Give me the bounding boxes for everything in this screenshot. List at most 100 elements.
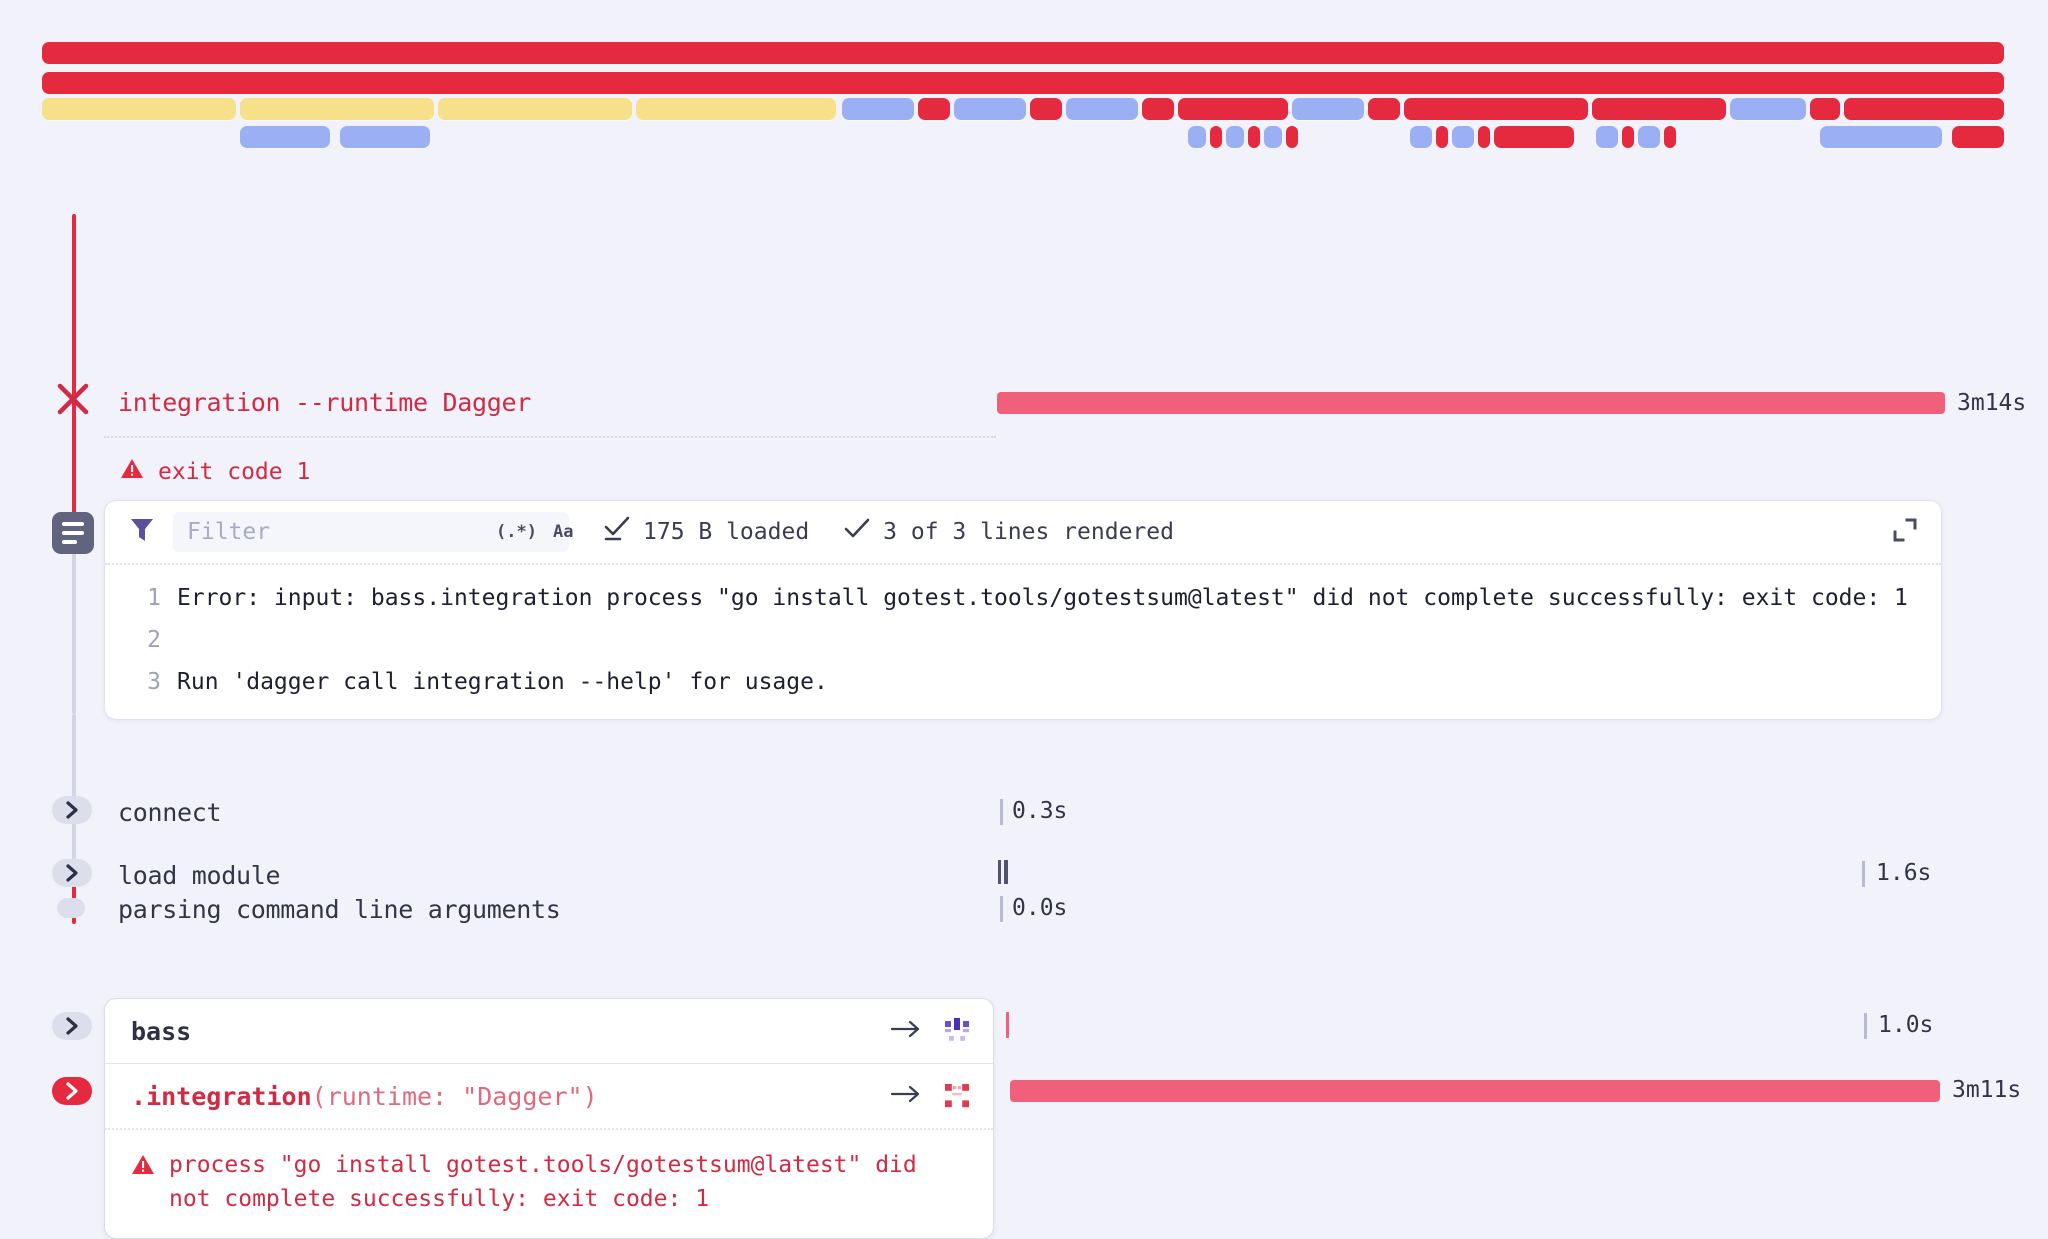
log-line: 1 Error: input: bass.integration process… — [105, 577, 1941, 619]
logs-icon[interactable] — [52, 512, 94, 554]
flame-row — [0, 126, 2048, 148]
flame-block[interactable] — [1730, 98, 1806, 120]
flame-block[interactable] — [1810, 98, 1840, 120]
tick-bass-end — [1864, 1013, 1867, 1039]
log-line: 3 Run 'dagger call integration --help' f… — [105, 661, 1941, 703]
check-icon — [843, 517, 871, 547]
flame-block[interactable] — [1952, 126, 2004, 148]
gutter-rail-error — [72, 214, 76, 524]
tick-connect — [1000, 799, 1003, 825]
flame-block[interactable] — [1478, 126, 1490, 148]
warning-triangle-icon — [120, 458, 144, 486]
funnel-icon[interactable] — [129, 516, 155, 548]
call-row-integration[interactable]: .integration(runtime: "Dagger") — [105, 1063, 993, 1128]
module-glyph-icon[interactable] — [943, 1082, 971, 1110]
expand-toggle-connect[interactable] — [52, 796, 92, 824]
lines-rendered-text: 3 of 3 lines rendered — [883, 519, 1174, 545]
flame-block[interactable] — [1404, 98, 1588, 120]
flame-block[interactable] — [1178, 98, 1288, 120]
flame-block[interactable] — [42, 42, 2004, 64]
status-failed-icon — [56, 382, 90, 416]
log-body[interactable]: 1 Error: input: bass.integration process… — [105, 565, 1941, 719]
flame-block[interactable] — [438, 98, 632, 120]
flame-block[interactable] — [842, 98, 914, 120]
call-card-error: process "go install gotest.tools/gotests… — [105, 1128, 993, 1238]
call-card-error-text: process "go install gotest.tools/gotests… — [169, 1152, 917, 1212]
flame-block[interactable] — [240, 126, 330, 148]
leaf-node-dot — [57, 898, 85, 918]
flame-block[interactable] — [42, 98, 236, 120]
duration-label-root: 3m14s — [1957, 390, 2027, 416]
log-panel: (.*) Aa 175 B loaded 3 of 3 — [104, 500, 1942, 720]
flame-block[interactable] — [1638, 126, 1660, 148]
line-text: Error: input: bass.integration process "… — [177, 585, 1908, 611]
flame-block[interactable] — [1226, 126, 1244, 148]
lines-rendered-stat: 3 of 3 lines rendered — [843, 517, 1174, 547]
expand-icon[interactable] — [1891, 516, 1919, 548]
bytes-loaded-stat: 175 B loaded — [603, 516, 809, 548]
flame-block[interactable] — [1622, 126, 1634, 148]
flame-block[interactable] — [1664, 126, 1676, 148]
flame-block[interactable] — [1844, 98, 2004, 120]
tree-row-label-connect[interactable]: connect — [118, 798, 222, 827]
flame-block[interactable] — [1066, 98, 1138, 120]
page-title[interactable]: integration --runtime Dagger — [118, 388, 532, 417]
filter-field[interactable]: (.*) Aa — [173, 512, 573, 552]
tick-parsing — [1000, 896, 1003, 922]
flame-block[interactable] — [340, 126, 430, 148]
flame-block[interactable] — [1494, 126, 1574, 148]
arrow-right-icon[interactable] — [890, 1085, 921, 1107]
check-underline-icon — [603, 516, 631, 548]
tree-row-label-load-module[interactable]: load module — [118, 861, 281, 890]
call-name: integration — [146, 1081, 312, 1111]
flame-block[interactable] — [1368, 98, 1400, 120]
call-row-bass-label: bass — [131, 1017, 891, 1046]
flame-block[interactable] — [1592, 98, 1726, 120]
flame-block[interactable] — [1142, 98, 1174, 120]
line-number: 2 — [147, 627, 161, 653]
flame-block[interactable] — [636, 98, 836, 120]
flame-block[interactable] — [954, 98, 1026, 120]
flame-block[interactable] — [42, 72, 2004, 94]
flame-block[interactable] — [1210, 126, 1222, 148]
call-row-bass[interactable]: bass — [105, 999, 993, 1063]
tick-load-module — [998, 860, 1008, 884]
flame-block[interactable] — [1292, 98, 1364, 120]
bytes-loaded-text: 175 B loaded — [643, 519, 810, 545]
search-input[interactable] — [185, 518, 484, 546]
flame-block[interactable] — [240, 98, 434, 120]
trace-flamegraph[interactable] — [0, 0, 2048, 160]
tick-bass — [1006, 1012, 1009, 1038]
call-name: bass — [131, 1016, 192, 1046]
line-text: Run 'dagger call integration --help' for… — [177, 669, 828, 695]
warning-triangle-icon — [131, 1152, 155, 1216]
flame-block[interactable] — [1452, 126, 1474, 148]
duration-bar-root — [997, 392, 1945, 414]
call-prefix: . — [131, 1081, 147, 1111]
flame-block[interactable] — [1820, 126, 1942, 148]
flame-block[interactable] — [918, 98, 950, 120]
flame-block[interactable] — [1248, 126, 1260, 148]
flame-row — [0, 42, 2048, 64]
flame-block[interactable] — [1410, 126, 1432, 148]
expand-toggle-bass[interactable] — [52, 1012, 92, 1040]
flame-block[interactable] — [1596, 126, 1618, 148]
error-summary-row: exit code 1 — [120, 458, 310, 486]
module-glyph-icon[interactable] — [943, 1017, 971, 1045]
log-line: 2 — [105, 619, 1941, 661]
flame-block[interactable] — [1286, 126, 1298, 148]
flame-block[interactable] — [1264, 126, 1282, 148]
case-sensitive-toggle[interactable]: Aa — [552, 522, 574, 542]
tree-row-label-parsing[interactable]: parsing command line arguments — [118, 895, 561, 924]
flame-block[interactable] — [1188, 126, 1206, 148]
log-toolbar: (.*) Aa 175 B loaded 3 of 3 — [105, 501, 1941, 565]
arrow-right-icon[interactable] — [890, 1020, 921, 1042]
regex-toggle[interactable]: (.*) — [496, 522, 537, 542]
header-separator — [104, 436, 996, 438]
flame-block[interactable] — [1030, 98, 1062, 120]
flame-block[interactable] — [1436, 126, 1448, 148]
expand-toggle-integration[interactable] — [52, 1077, 92, 1105]
line-number: 3 — [147, 669, 161, 695]
expand-toggle-load-module[interactable] — [52, 859, 92, 887]
gutter-rail — [72, 524, 76, 714]
